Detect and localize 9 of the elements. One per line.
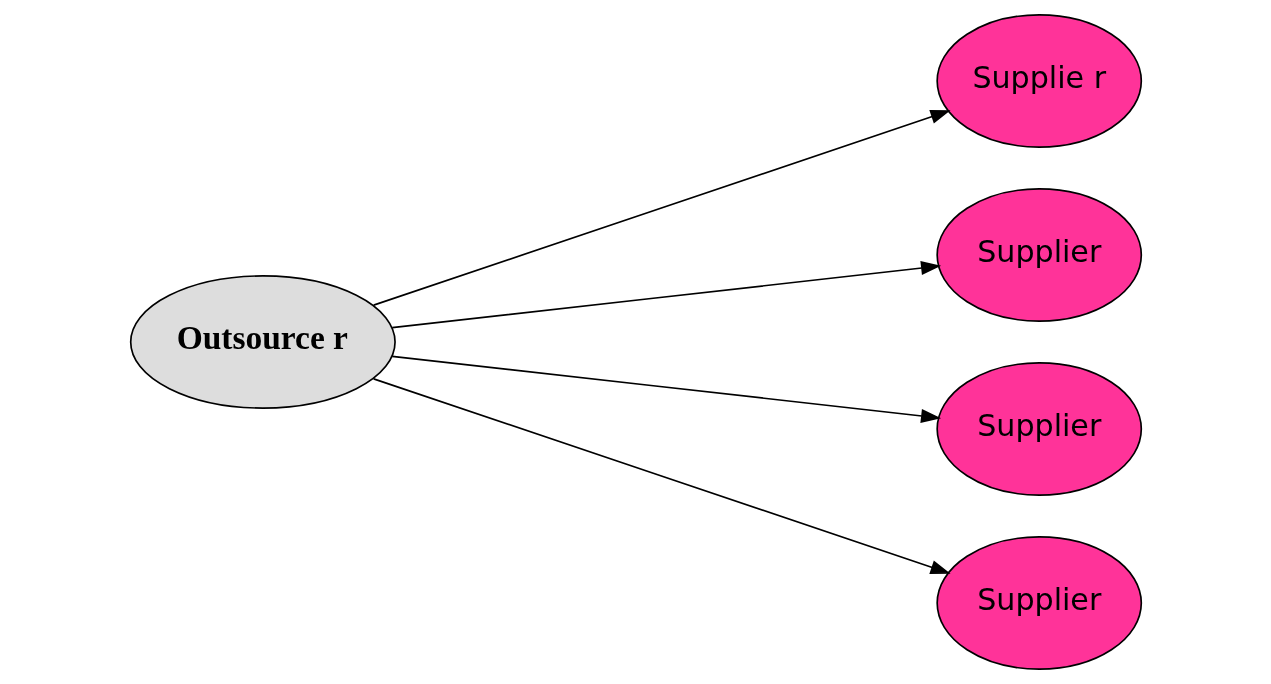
node-ellipse: Outsource r	[129, 275, 396, 409]
arrow	[390, 355, 941, 423]
node-ellipse: Supplier	[935, 362, 1142, 496]
arrow	[372, 110, 951, 306]
node-ellipse: Supplier	[935, 188, 1142, 322]
arrow	[372, 378, 951, 574]
arrow	[390, 261, 941, 329]
node-ellipse: Supplie r	[935, 14, 1142, 148]
node-ellipse: Supplier	[935, 536, 1142, 670]
